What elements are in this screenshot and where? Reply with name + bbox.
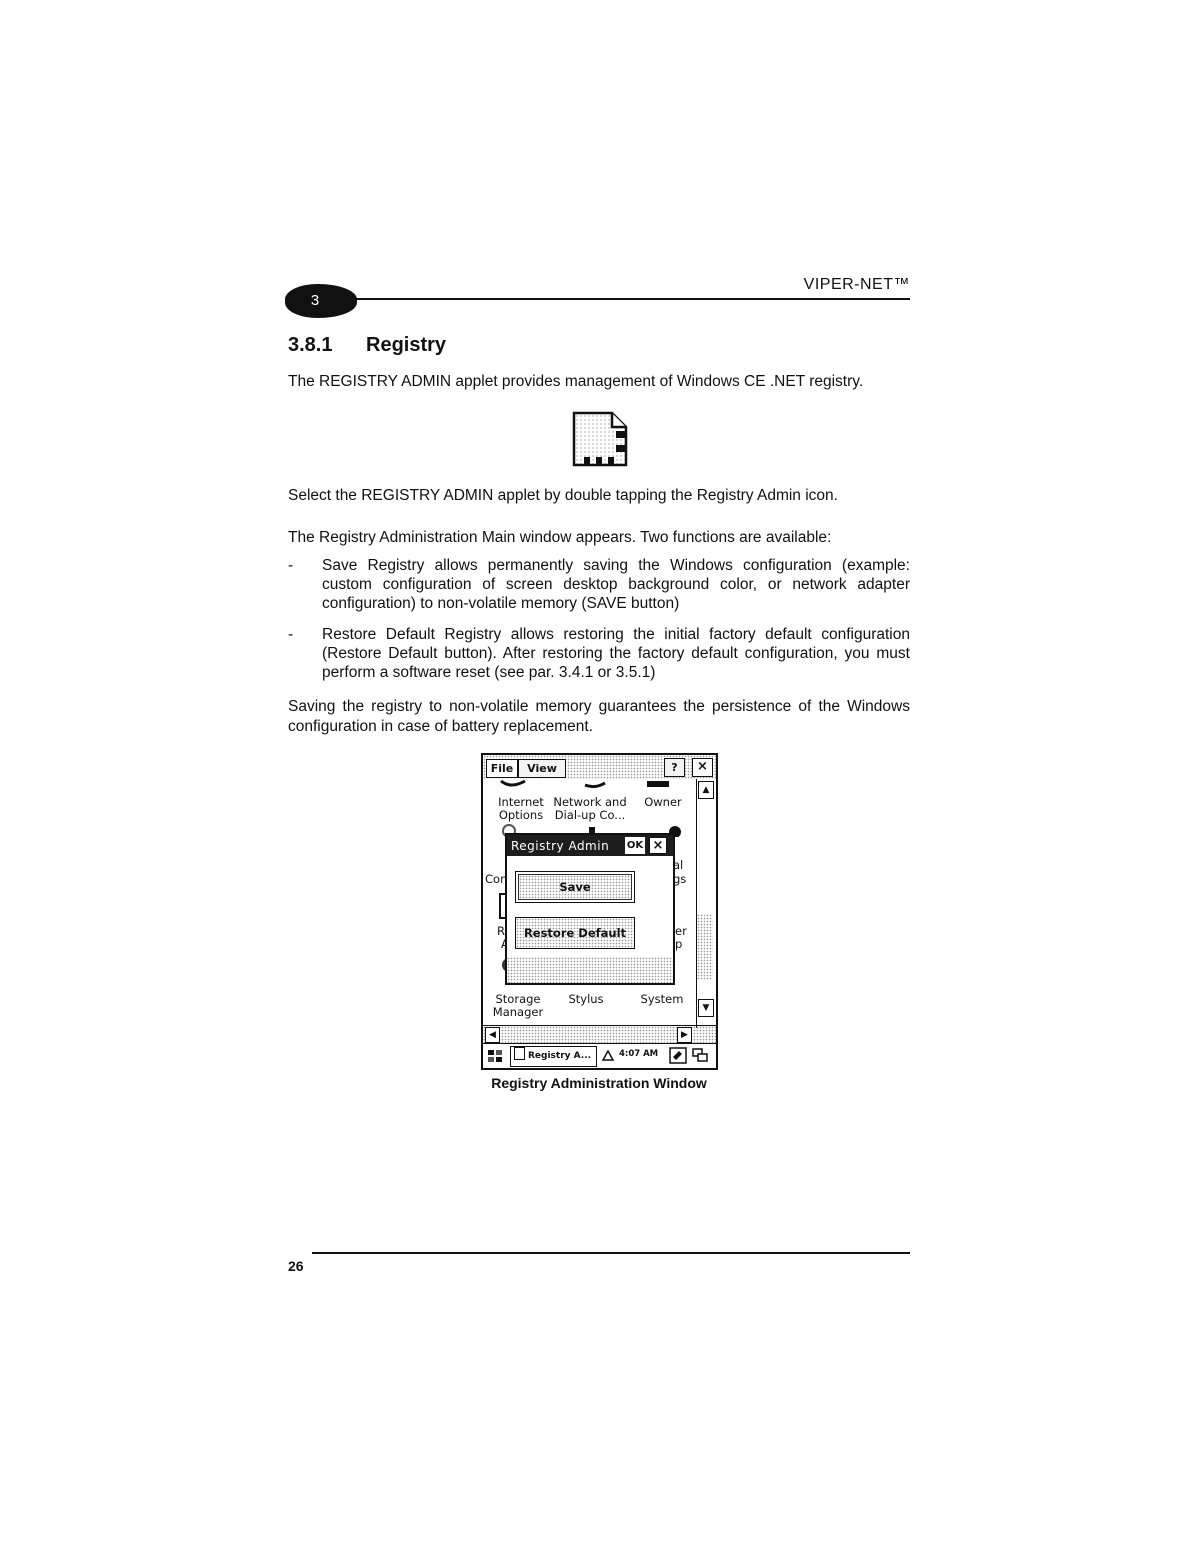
menu-bar: File View ? × (483, 755, 716, 779)
saving-paragraph: Saving the registry to non-volatile memo… (288, 698, 910, 735)
applet-label-partial: er (675, 924, 687, 938)
section-title: Registry (366, 334, 447, 356)
restore-default-text: Restore Default Registry allows restorin… (322, 626, 910, 681)
dialog-body-shading (507, 957, 673, 983)
page-number: 26 (288, 1258, 304, 1274)
applet-label[interactable]: Internet Options (498, 795, 544, 822)
start-icon[interactable] (486, 1048, 504, 1064)
menu-view[interactable]: View (518, 759, 566, 778)
dialog-title: Registry Admin (511, 839, 610, 853)
applet-label-partial: al (673, 858, 684, 872)
save-button[interactable]: Save (515, 871, 635, 903)
scroll-track[interactable] (697, 914, 713, 980)
taskbar-registry-button[interactable]: Registry A... (510, 1046, 597, 1067)
section-number: 3.8.1 (288, 334, 333, 356)
bullet-marker: - (288, 557, 294, 574)
intro-paragraph: The REGISTRY ADMIN applet provides manag… (288, 373, 864, 390)
taskbar: Registry A... 4:07 AM (483, 1043, 716, 1068)
select-paragraph: Select the REGISTRY ADMIN applet by doub… (288, 487, 838, 504)
scroll-up-icon[interactable]: ▲ (698, 781, 714, 799)
list-item: - Restore Default Registry allows restori… (288, 625, 910, 682)
applet-label-partial: gs (673, 872, 687, 886)
footer-rule (312, 1252, 910, 1254)
applet-label[interactable]: Stylus (568, 992, 604, 1006)
chapter-number: 3 (310, 292, 320, 309)
dialog-ok-button[interactable]: OK (625, 837, 645, 854)
network-icon[interactable] (601, 1048, 615, 1064)
registry-admin-screenshot: File View ? × Internet Options Network a… (481, 753, 718, 1070)
main-window-paragraph: The Registry Administration Main window … (288, 529, 832, 546)
applet-label[interactable]: Network and Dial-up Co... (553, 795, 627, 822)
restore-default-button[interactable]: Restore Default (515, 917, 635, 949)
list-item: - Save Registry allows permanently saving… (288, 556, 910, 613)
scroll-left-icon[interactable]: ◀ (485, 1027, 500, 1043)
scroll-right-icon[interactable]: ▶ (677, 1027, 692, 1043)
function-list: - Save Registry allows permanently saving… (288, 556, 910, 694)
document-icon (514, 1047, 525, 1060)
figure-caption: Registry Administration Window (491, 1075, 707, 1091)
dialog-title-bar: Registry Admin OK × (507, 835, 673, 856)
dialog-close-button[interactable]: × (649, 837, 667, 854)
input-panel-icon[interactable] (669, 1047, 687, 1064)
task-label: Registry A... (528, 1051, 592, 1061)
clock[interactable]: 4:07 AM (619, 1049, 659, 1059)
desktop-icon[interactable] (691, 1047, 709, 1064)
bullet-marker: - (288, 626, 294, 643)
chapter-tab: 3 (285, 284, 357, 318)
window-close-button[interactable]: × (692, 758, 713, 777)
registry-admin-dialog: Registry Admin OK × Save Restore Default (505, 833, 675, 985)
applet-icons-row1 (500, 779, 669, 789)
applet-label[interactable]: System (640, 992, 684, 1006)
menu-file[interactable]: File (486, 759, 518, 778)
vertical-scrollbar[interactable]: ▲ ▼ (696, 779, 715, 1028)
horizontal-scrollbar[interactable]: ◀ ▶ (483, 1025, 716, 1044)
header-rule (350, 298, 910, 300)
applet-label-partial: p (675, 937, 683, 951)
section-heading: 3.8.1 Registry (288, 334, 446, 357)
running-title: VIPER-NET™ (803, 276, 910, 293)
applet-label[interactable]: Owner (644, 795, 682, 809)
registry-admin-icon (572, 411, 628, 467)
scroll-down-icon[interactable]: ▼ (698, 999, 714, 1017)
save-registry-text: Save Registry allows permanently saving … (322, 557, 910, 612)
help-button[interactable]: ? (664, 758, 685, 777)
applet-label[interactable]: Storage Manager (492, 992, 544, 1019)
